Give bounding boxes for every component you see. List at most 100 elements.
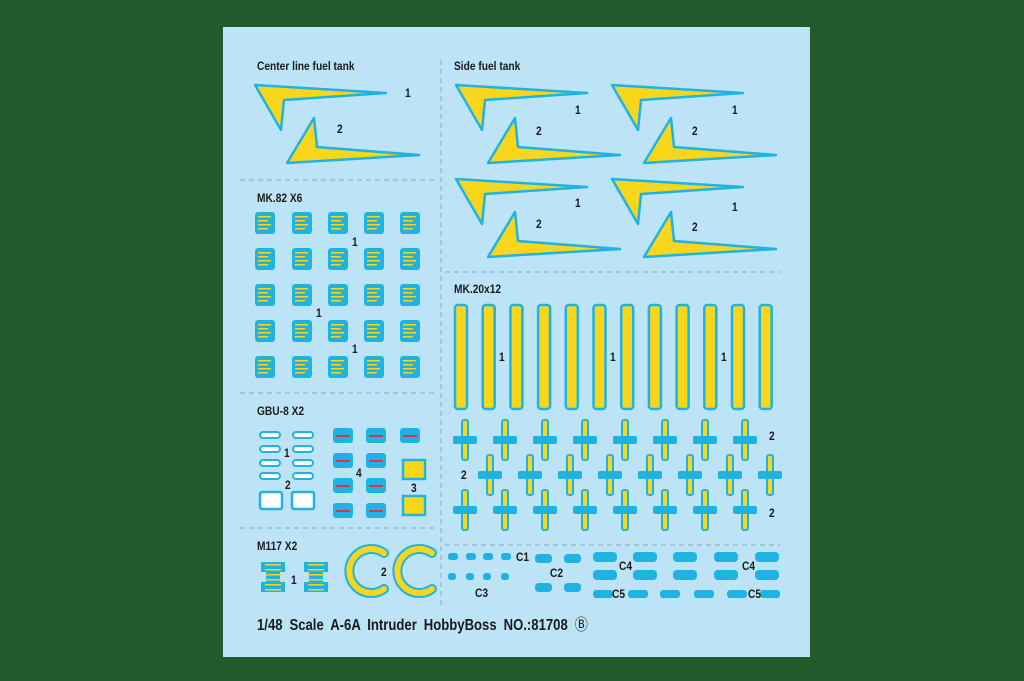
decal-number: C2 <box>550 566 564 580</box>
red-stripe <box>336 435 350 437</box>
stencil-text-line <box>403 324 416 326</box>
c4-decal <box>673 570 697 580</box>
stencil-text-line <box>331 296 344 298</box>
mk82-stencil-decal <box>328 284 348 306</box>
c1-decal <box>448 553 458 560</box>
chevron-decal <box>610 83 745 132</box>
decal-number: 1 <box>499 350 505 364</box>
decal-number: 2 <box>692 124 698 138</box>
decal-number: C5 <box>612 587 626 601</box>
decal-number: 1 <box>575 196 581 210</box>
mk82-stencil-decal <box>364 320 384 342</box>
stencil-text-line <box>331 372 341 374</box>
decal-number: 1 <box>732 200 738 214</box>
stencil-text-line <box>258 332 271 334</box>
m117-stencil-decal <box>304 562 328 592</box>
chevron-decal <box>253 83 388 132</box>
gbu8-band-decal <box>292 472 314 480</box>
stencil-text-line <box>331 336 341 338</box>
c2-decal <box>564 583 581 592</box>
decal-number: C3 <box>475 586 489 600</box>
mk82-stencil-decal <box>328 320 348 342</box>
m117-ring-decal <box>346 546 387 596</box>
stencil-text-line <box>403 288 416 290</box>
chevron-decal <box>454 177 589 226</box>
stencil-text-line <box>295 260 308 262</box>
decal-number: 1 <box>284 446 290 460</box>
mk20-strip-decal <box>730 303 746 411</box>
stencil-text-line <box>295 364 305 366</box>
stencil-text-line <box>367 360 380 362</box>
stencil-text-line <box>258 368 271 370</box>
stencil-text-line <box>403 332 416 334</box>
gbu8-panel-decal <box>290 490 316 511</box>
chevron-decal <box>486 116 622 165</box>
mk82-stencil-decal <box>364 212 384 234</box>
stencil-text-line <box>308 584 324 586</box>
c5-decal <box>694 590 714 598</box>
mk20-strip-decal <box>592 303 607 411</box>
footer-sheet-mark: Ⓑ <box>574 617 588 634</box>
stencil-text-line <box>403 328 413 330</box>
stencil-text-line <box>367 224 380 226</box>
mk20-strip-decal <box>619 303 635 411</box>
gbu8-band-decal <box>259 459 281 467</box>
decal-number: C4 <box>619 559 633 573</box>
sheet-footer: 1/48 Scale A-6A Intruder HobbyBoss NO.:8… <box>257 611 588 635</box>
stencil-text-line <box>295 216 308 218</box>
c3-decal <box>483 573 491 580</box>
mk82-stencil-decal <box>400 356 420 378</box>
footer-model: A-6A Intruder <box>330 617 417 634</box>
stencil-text-line <box>403 252 416 254</box>
decal-number: 2 <box>769 506 775 520</box>
stencil-text-line <box>403 372 413 374</box>
stencil-text-line <box>403 216 416 218</box>
stencil-text-line <box>331 220 341 222</box>
mk82-stencil-decal <box>364 284 384 306</box>
stencil-text-line <box>331 324 344 326</box>
decal-number: 2 <box>285 478 291 492</box>
stencil-text-line <box>403 296 416 298</box>
c5-decal <box>760 590 780 598</box>
gbu8-band-decal <box>292 445 314 453</box>
decal-number: 1 <box>291 573 297 587</box>
mk82-stencil-decal <box>328 356 348 378</box>
cross-decal-horizontal <box>453 506 477 514</box>
cross-decal-horizontal <box>518 471 542 479</box>
stencil-text-line <box>295 264 305 266</box>
stencil-text-line <box>331 216 344 218</box>
decal-number: 1 <box>721 350 727 364</box>
decal-number: 2 <box>461 468 467 482</box>
mk82-stencil-decal <box>292 320 312 342</box>
c4-decal <box>714 552 738 562</box>
cross-decal-horizontal <box>718 471 742 479</box>
c4-decal <box>593 570 617 580</box>
mk20-strip-decal <box>564 303 580 411</box>
stencil-text-line <box>367 296 380 298</box>
stencil-text-line <box>258 224 271 226</box>
c4-decal <box>593 552 617 562</box>
c2-decal <box>535 554 552 563</box>
mk82-stencil-decal <box>292 284 312 306</box>
decal-number: 4 <box>356 466 362 480</box>
mk82-stencil-decal <box>400 248 420 270</box>
mk82-stencil-decal <box>292 356 312 378</box>
stencil-text-line <box>367 260 380 262</box>
stencil-text-line <box>331 368 344 370</box>
stencil-text-line <box>258 296 271 298</box>
stencil-text-line <box>403 256 413 258</box>
stencil-text-line <box>308 579 324 581</box>
chevron-decal <box>486 210 622 259</box>
cross-decal-horizontal <box>573 506 597 514</box>
chevron-decal <box>642 116 778 165</box>
stencil-text-line <box>403 228 413 230</box>
decal-number: C1 <box>516 550 530 564</box>
decal-number: 2 <box>337 122 343 136</box>
stencil-text-line <box>403 292 413 294</box>
stencil-text-line <box>258 324 271 326</box>
stencil-text-line <box>403 220 413 222</box>
chevron-decal <box>642 210 778 259</box>
stencil-text-line <box>403 336 413 338</box>
stencil-text-line <box>367 300 377 302</box>
